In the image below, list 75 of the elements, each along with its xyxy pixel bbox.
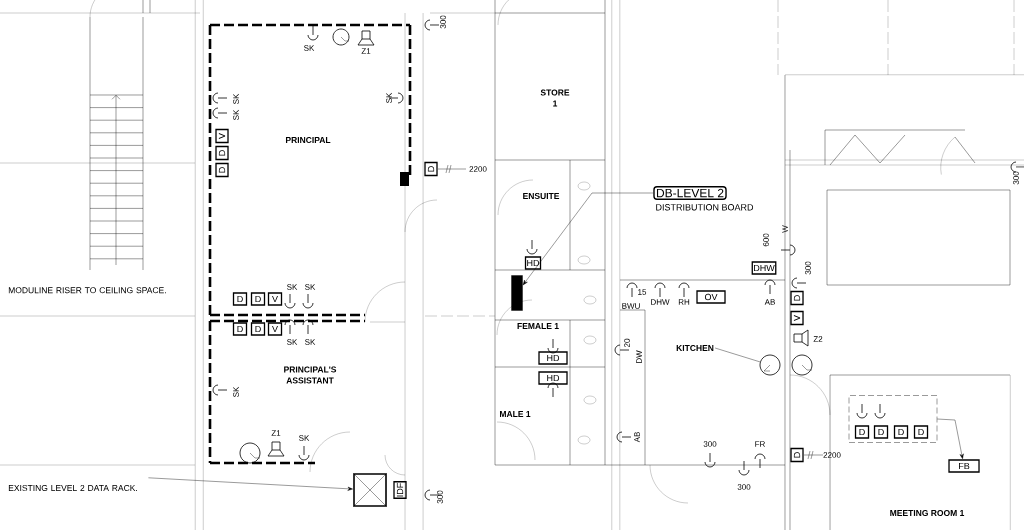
- outlet-label: DHW: [651, 299, 670, 305]
- symbol-box: V: [215, 128, 229, 144]
- speaker-label: Z1: [361, 48, 371, 54]
- outlet-label: 15: [638, 289, 647, 295]
- symbol-box: HD: [524, 256, 542, 270]
- height-label: 300: [805, 261, 811, 275]
- room-label: STORE 1: [540, 89, 570, 107]
- height-label: 2200: [469, 166, 487, 172]
- height-label: 2200: [823, 452, 841, 458]
- symbol-box: IDF: [393, 481, 407, 499]
- symbol-box: D: [215, 145, 229, 161]
- symbol-box: OV: [696, 290, 726, 304]
- symbol-box: V: [267, 292, 283, 306]
- leader-line: [522, 192, 654, 286]
- speaker-label: Z1: [271, 430, 281, 436]
- height-label: 300: [1013, 171, 1019, 185]
- symbol-box: D: [424, 161, 438, 177]
- outlet-label: SK: [305, 284, 316, 290]
- outlet-label: SK: [233, 386, 239, 397]
- symbol-box: HD: [538, 351, 568, 365]
- height-label: 600: [763, 233, 769, 247]
- outlet-label: SK: [299, 435, 310, 441]
- outlet-label: SK: [287, 339, 298, 345]
- symbol-box: D: [215, 162, 229, 178]
- outlet-label: SK: [233, 109, 239, 120]
- symbol-box: D: [854, 425, 870, 439]
- leader-line: [937, 418, 964, 459]
- symbol-box: D: [893, 425, 909, 439]
- outlet-label: SK: [304, 45, 315, 51]
- room-label: MEETING ROOM 1: [890, 510, 965, 516]
- caption-text: DISTRIBUTION BOARD: [656, 204, 754, 211]
- symbol-box: D: [250, 292, 266, 306]
- clock-symbol: [759, 354, 781, 376]
- symbol-box: HD: [538, 371, 568, 385]
- note-text: MODULINE RISER TO CEILING SPACE.: [8, 287, 166, 294]
- outlet-label: AB: [764, 299, 775, 305]
- leader-line: [714, 347, 761, 363]
- symbol-box: DHW: [751, 261, 777, 275]
- room-label: FEMALE 1: [517, 323, 559, 329]
- dashed-group-box: [848, 395, 938, 443]
- height-label: 300: [737, 484, 751, 490]
- symbol-box: D: [232, 292, 248, 306]
- outlet-label: RH: [678, 299, 690, 305]
- symbol-box: D: [790, 447, 804, 463]
- outlet-label: SK: [233, 93, 239, 104]
- height-label: 20: [624, 338, 630, 348]
- symbol-box: FB: [948, 459, 980, 473]
- room-label: PRINCIPAL: [286, 137, 331, 143]
- outlet-label: FR: [755, 441, 765, 447]
- room-label: KITCHEN: [676, 345, 714, 351]
- outlet-label: BWU: [622, 303, 640, 309]
- room-label: MALE 1: [500, 411, 531, 417]
- symbol-box: D: [250, 322, 266, 336]
- outlet-label: SK: [287, 284, 298, 290]
- symbol-box: V: [790, 310, 804, 326]
- outlet-label: AB: [634, 432, 640, 443]
- data-rack: [353, 473, 387, 507]
- symbol-box: D: [873, 425, 889, 439]
- symbol-box: D: [790, 290, 804, 306]
- room-label: PRINCIPAL'S ASSISTANT: [284, 366, 337, 384]
- symbol-box: D: [232, 322, 248, 336]
- outlet-label: SK: [305, 339, 316, 345]
- leader-line: [148, 477, 353, 491]
- height-label: 300: [440, 15, 446, 29]
- note-text: EXISTING LEVEL 2 DATA RACK.: [8, 485, 137, 491]
- symbol-box: D: [913, 425, 929, 439]
- room-label: ENSUITE: [523, 193, 560, 199]
- speaker-label: Z2: [813, 336, 823, 342]
- outlet-label: DW: [636, 350, 642, 363]
- outlet-label: W: [782, 225, 788, 233]
- outlet-label: SK: [386, 92, 392, 103]
- height-label: 300: [703, 441, 717, 447]
- symbol-box: V: [267, 322, 283, 336]
- height-label: 300: [437, 490, 443, 504]
- tag-box: DB-LEVEL 2: [653, 186, 727, 200]
